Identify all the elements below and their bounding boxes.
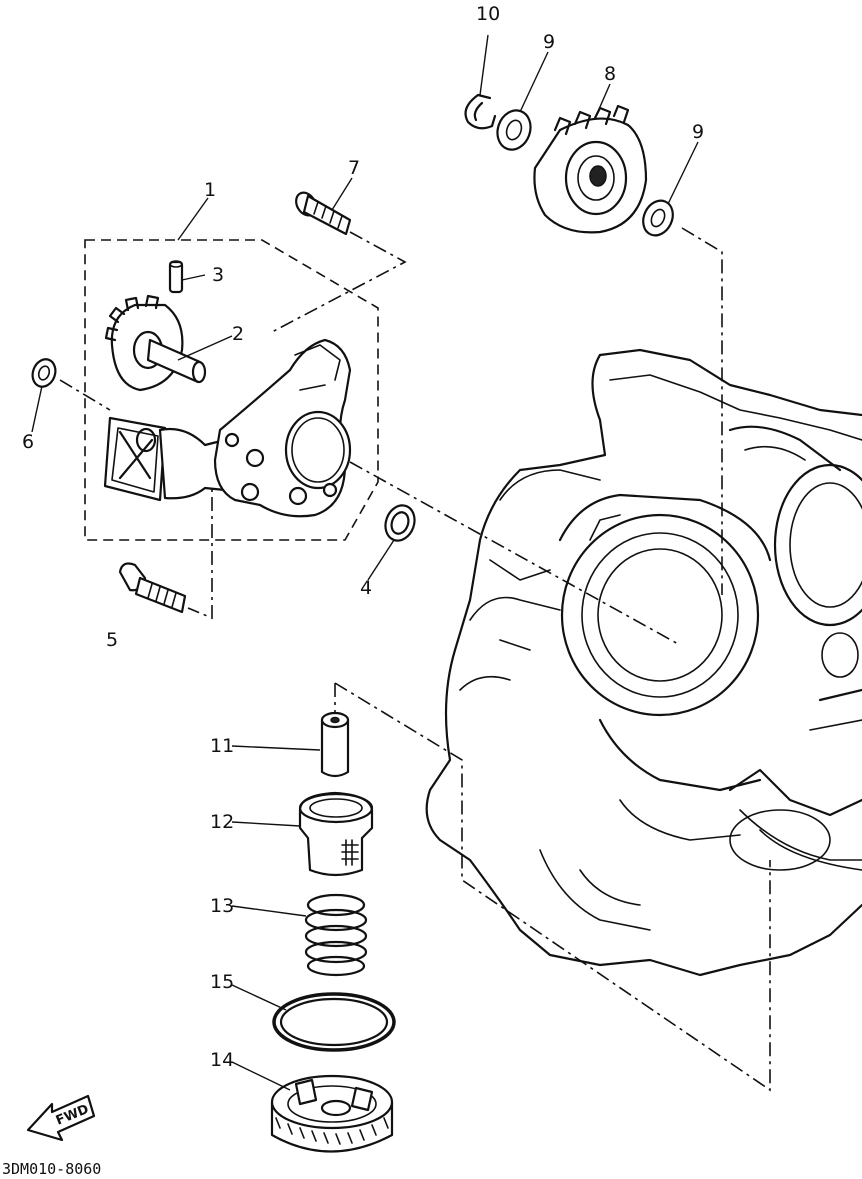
fwd-arrow-icon: FWD [26,1094,96,1142]
part-6-washer [31,358,57,388]
callout-labels: 1 2 3 4 5 6 7 8 9 9 10 11 12 13 15 14 [22,3,704,1071]
callout-14: 14 [210,1049,234,1071]
part-7-screw [295,191,352,236]
part-15-o-ring [272,992,396,1052]
callout-2: 2 [232,323,244,345]
part-3-dowel-pin [168,260,184,294]
part-11-sleeve [320,711,350,778]
callout-15: 15 [210,971,234,993]
part-12-strainer [298,791,374,877]
callout-10: 10 [476,3,500,25]
callout-4: 4 [360,577,372,599]
part-9-washer-right [642,199,674,237]
callout-9a: 9 [543,31,555,53]
callout-7: 7 [348,157,360,179]
crankcase [425,348,862,977]
callout-8: 8 [604,63,616,85]
callout-6: 6 [22,431,34,453]
callout-13: 13 [210,895,234,917]
part-14-drain-plug [270,1074,394,1153]
alignment-lines [59,227,771,1092]
leader-lines [31,34,699,1091]
callout-9b: 9 [692,121,704,143]
drawing-code: 3DM010-8060 [2,1160,101,1178]
callout-5: 5 [106,629,118,651]
part-10-circlip [464,93,497,130]
callout-12: 12 [210,811,234,833]
callout-11: 11 [210,735,234,757]
callout-3: 3 [212,264,224,286]
part-4-o-ring [384,504,416,542]
part-5-bolt [118,562,187,614]
part-2-shaft-gear [104,294,207,392]
part-9-washer-top [496,109,532,151]
part-13-spring [304,893,368,977]
oil-pump-body [103,338,352,518]
callout-1: 1 [204,179,216,201]
oil-pump-assembly-group [84,239,379,541]
part-8-gear [533,104,648,234]
